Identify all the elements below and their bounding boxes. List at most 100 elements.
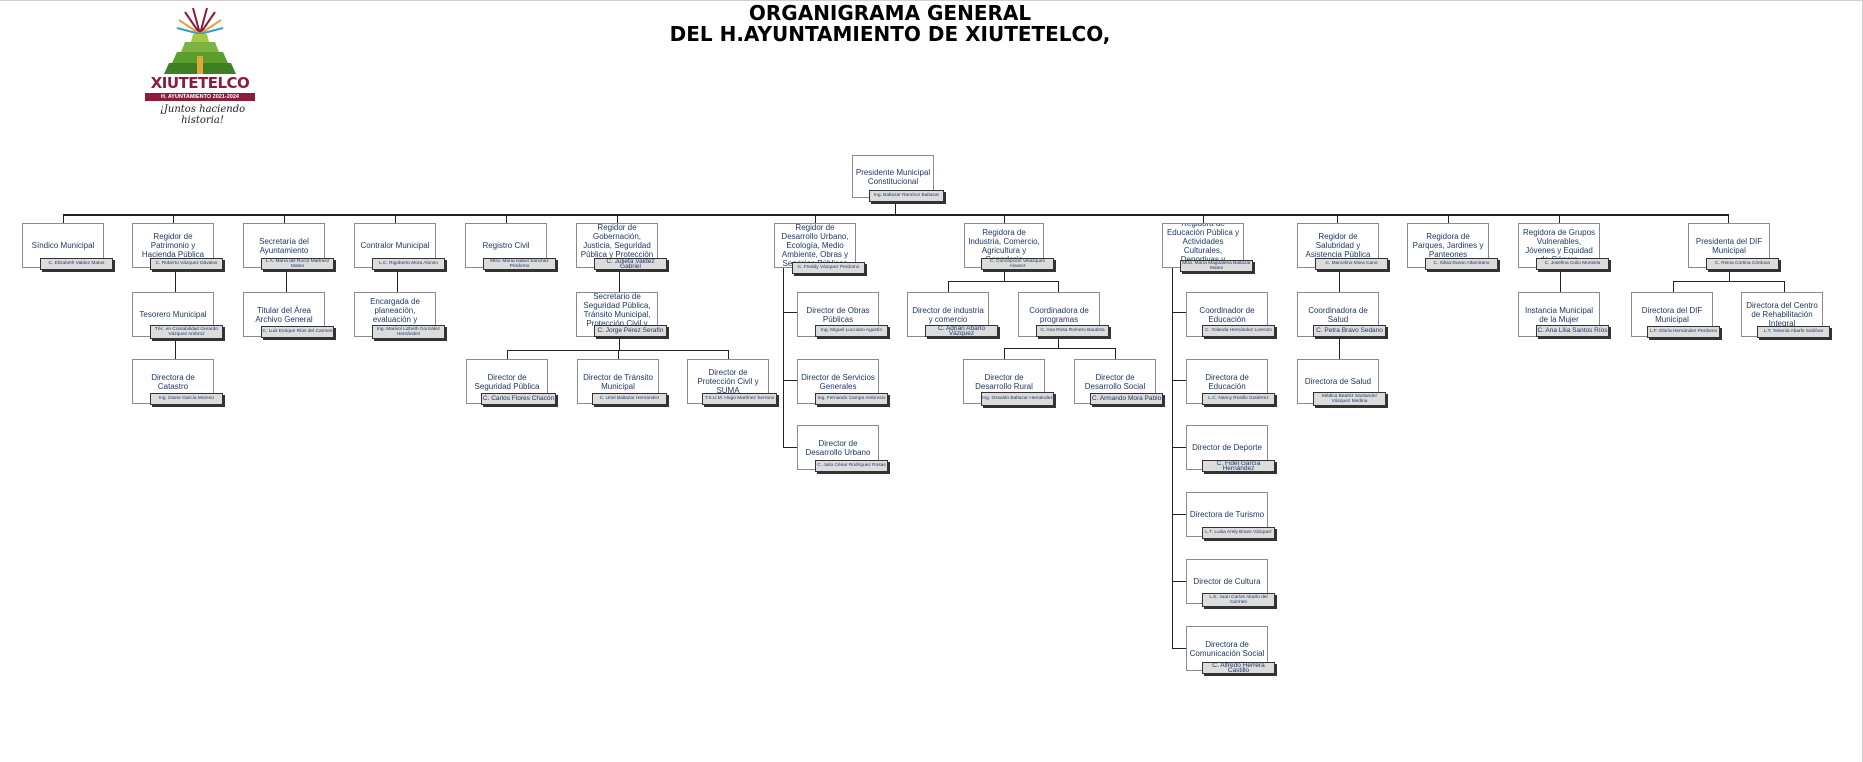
node-person-name: C. Adrián Abarlo Vázquez xyxy=(925,325,998,337)
node-person-name: C. Armando Mora Pablo xyxy=(1090,393,1163,405)
node-person-name: L.C. Nancy Rosillo Gutiérrez xyxy=(1202,393,1275,405)
node-person-name: C. Jorge Pérez Serafín xyxy=(594,325,667,337)
node-person-name: Ing. Marisol Lizbeth González Hernández xyxy=(372,325,445,339)
node-title: Director de Cultura xyxy=(1193,577,1261,586)
node-title: Presidente Municipal Constitucional xyxy=(855,167,931,186)
node-person-name: L.F. Gloria Hernández Perdomo xyxy=(1647,326,1720,338)
page-top-border xyxy=(0,0,1863,1)
node-title: Director de Desarrollo Social xyxy=(1084,372,1146,391)
connector xyxy=(1172,312,1186,313)
node-title: Titular del Área Archivo General xyxy=(255,305,313,324)
node-person-name: C. Fidel García Hernández xyxy=(1202,460,1275,472)
connector xyxy=(1058,281,1059,292)
node-person-name: L.T. Yesenia Abarlo Saldívar xyxy=(1757,326,1830,338)
connector xyxy=(1172,581,1186,582)
node-person-name: L.E. Juan Carlos Abarlo del Carmen xyxy=(1202,593,1275,607)
connector xyxy=(618,350,619,359)
connector xyxy=(1728,214,1729,223)
node-title: Director de Deporte xyxy=(1192,443,1262,452)
node-title: Regidor de Salubridad y Asistencia Públi… xyxy=(1305,232,1371,259)
connector xyxy=(617,214,618,223)
node-title: Director de Protección Civil y SUMA xyxy=(697,368,759,395)
connector xyxy=(63,214,1729,216)
node-person-name: Ing. Dione García Moreno xyxy=(150,393,223,405)
connector xyxy=(1172,447,1186,448)
node-person-name: C. Elizabeth Valdez Matus xyxy=(40,258,113,270)
connector xyxy=(1673,281,1784,282)
connector xyxy=(1339,338,1340,359)
connector xyxy=(286,268,287,292)
node-title: Director de Desarrollo Rural xyxy=(975,372,1033,391)
connector xyxy=(1004,272,1005,281)
connector xyxy=(783,312,797,313)
connector xyxy=(1172,380,1186,381)
node-title: Instancia Municipal de la Mujer xyxy=(1524,305,1594,324)
node-person-name: C. Silvia Duran Altamirano xyxy=(1425,258,1498,270)
connector xyxy=(1172,514,1186,515)
connector xyxy=(1339,268,1340,292)
connector xyxy=(728,350,729,359)
node-person-name: Ing. Baltazar Ramírez Baltazar xyxy=(869,190,944,202)
node-title: Secretaría del Ayuntamiento xyxy=(259,236,309,255)
node-title: Coordinador de Educación xyxy=(1199,305,1255,324)
node-title: Regidora de Parques, Jardines y Panteone… xyxy=(1412,232,1484,259)
connector xyxy=(619,268,620,292)
connector xyxy=(395,214,396,223)
node-person-name: C. Ana Rosa Romero Bautista xyxy=(1036,325,1109,337)
connector xyxy=(948,281,1058,282)
node-title: Director de Servicios Generales xyxy=(801,372,875,391)
connector xyxy=(284,214,285,223)
logo-wordmark: XIUTETELCO xyxy=(150,74,250,92)
node-person-name: L.A. María del Rocío Martínez Mateo xyxy=(261,258,334,270)
logo-ribbon: H. AYUNTAMIENTO 2021-2024 xyxy=(145,93,255,101)
node-title: Regidor de Patrimonio y Hacienda Pública xyxy=(141,232,205,259)
connector xyxy=(397,268,398,292)
node-person-name: Médica Beatriz Santander Vázquez Medina xyxy=(1313,392,1386,406)
connector xyxy=(506,214,507,223)
connector xyxy=(173,214,174,223)
node-person-name: Téc. en Contabilidad Gerardo Vázquez Amb… xyxy=(150,325,223,339)
node-person-name: Ing. Fernando Campo Ambrosio xyxy=(815,393,888,405)
xiutetelco-logo xyxy=(164,7,236,74)
connector xyxy=(63,214,64,223)
node-person-name: L.C. Rigoberto Mora Alonso xyxy=(372,258,445,270)
node-title: Coordinadora de Salud xyxy=(1308,305,1368,324)
connector xyxy=(1337,214,1338,223)
node-person-name: Mtra. María Isabel Sánchez Perdomo xyxy=(483,258,556,270)
node-person-name: Ing. Osvaldo Baltazar Hernández xyxy=(981,392,1054,406)
node-person-name: Ing. Miguel Lucciano Agustín xyxy=(815,325,888,337)
connector xyxy=(1115,348,1116,359)
connector xyxy=(1172,648,1186,649)
node-person-name: C. Julio César Rodríguez Rosas xyxy=(815,460,888,472)
node-person-name: C. Reina Cortina Córdova xyxy=(1706,258,1779,270)
connector xyxy=(1203,214,1204,223)
node-title: Coordinadora de programas xyxy=(1029,305,1089,324)
connector xyxy=(1058,338,1059,348)
node-person-name: C. Carlos Flores Chacón xyxy=(481,393,556,405)
node-title: Directora de Salud xyxy=(1304,377,1372,386)
connector xyxy=(1004,348,1005,359)
node-person-name: C. Julieta Valdéz Gabriel xyxy=(594,258,667,270)
node-title: Director de Obras Públicas xyxy=(806,305,870,324)
connector xyxy=(619,337,620,350)
node-title: Director de Seguridad Pública xyxy=(474,372,540,391)
connector xyxy=(1560,268,1561,292)
node-title: Síndico Municipal xyxy=(31,241,95,250)
logo-slogan: ¡Juntos haciendo historia! xyxy=(159,104,246,126)
connector xyxy=(815,214,816,223)
node-title: Registro Civil xyxy=(482,241,530,250)
node-person-name: C. Concepción Velázquez Alvarez xyxy=(981,258,1054,270)
node-title: Directora de Catastro xyxy=(151,372,195,391)
connector xyxy=(1004,214,1005,223)
node-title: Directora de Turismo xyxy=(1189,510,1265,519)
node-person-name: T.S.U.M. Hugo Martínez Serrano xyxy=(702,393,777,405)
connector xyxy=(1673,281,1674,292)
node-person-name: C. Alfredo Herrera Castillo xyxy=(1202,662,1275,674)
node-person-name: C. Ana Lilia Santos Ríos xyxy=(1536,325,1609,337)
connector xyxy=(783,447,797,448)
node-person-name: C. Josefina Colio Montiela xyxy=(1536,258,1609,270)
connector xyxy=(1729,272,1730,281)
chart-title-line1: ORGANIGRAMA GENERAL xyxy=(748,1,1032,25)
connector xyxy=(507,350,508,359)
connector xyxy=(783,268,784,448)
